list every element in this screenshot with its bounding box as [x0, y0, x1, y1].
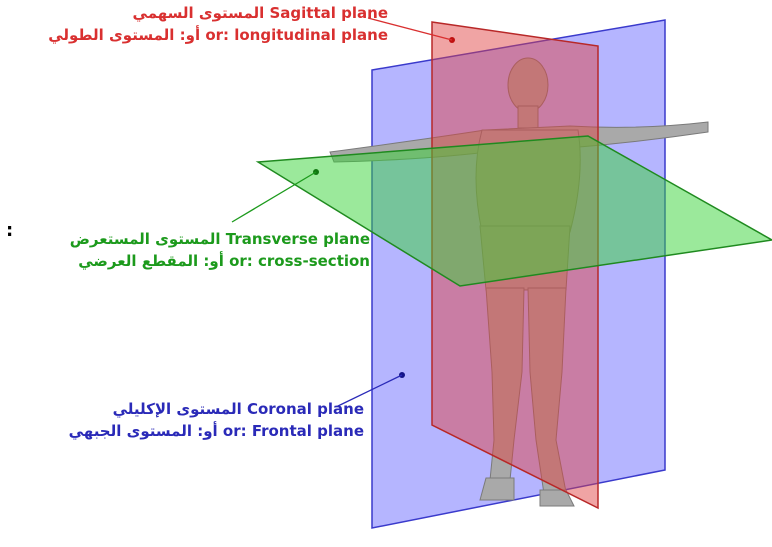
transverse-label-line1: المستوى المستعرض Transverse plane: [69, 230, 370, 248]
stray-colon-mark: :: [6, 220, 14, 241]
transverse-leader-line: [231, 171, 317, 223]
coronal-label: المستوى الإكليلي Coronal plane أو: المست…: [12, 398, 364, 442]
coronal-label-line2: أو: المستوى الجبهي or: Frontal plane: [68, 422, 364, 440]
sagittal-leader-line: [367, 17, 453, 41]
sagittal-label: المستوى السهمي Sagittal plane أو: المستو…: [8, 2, 388, 46]
transverse-label-line2: أو: المقطع العرضي or: cross-section: [78, 252, 370, 270]
coronal-label-line1: المستوى الإكليلي Coronal plane: [112, 400, 364, 418]
sagittal-label-line2: أو: المستوى الطولي or: longitudinal plan…: [48, 26, 388, 44]
transverse-plane: [255, 135, 772, 287]
coronal-leader-line: [337, 374, 403, 407]
transverse-label: المستوى المستعرض Transverse plane أو: ال…: [18, 228, 370, 272]
sagittal-label-line1: المستوى السهمي Sagittal plane: [132, 4, 388, 22]
